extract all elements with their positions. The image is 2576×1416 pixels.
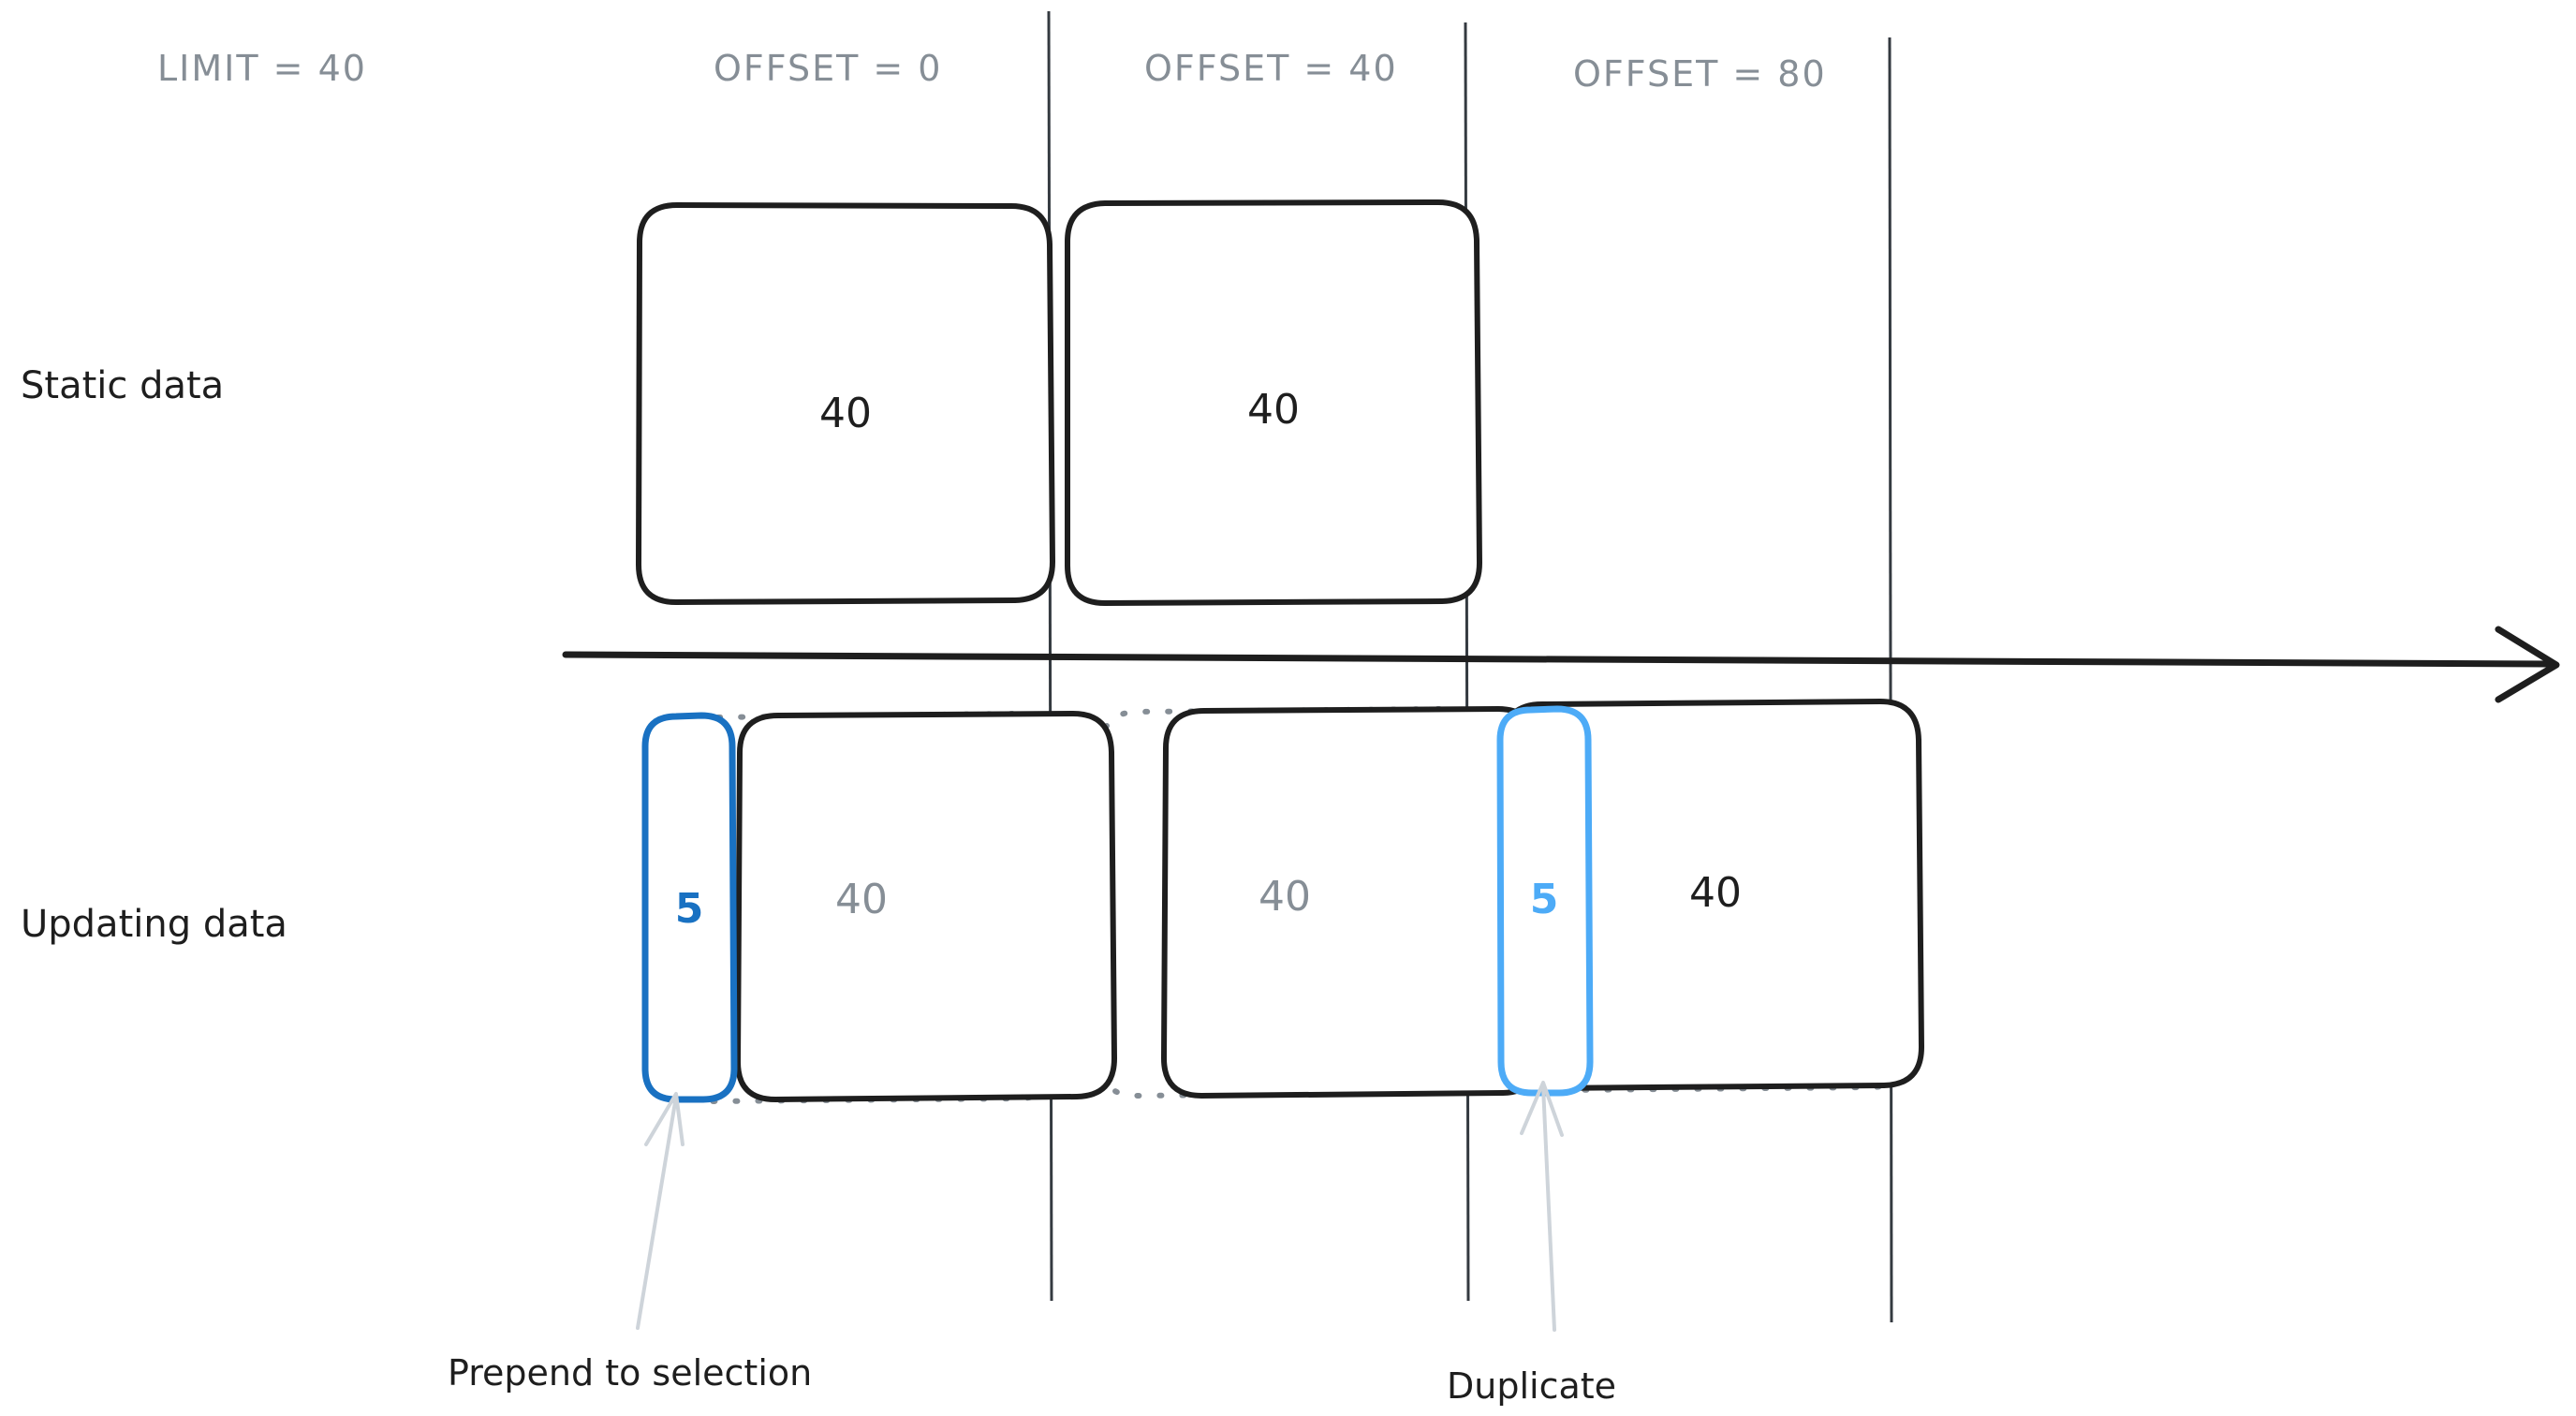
duplicate-annotation-label: Duplicate xyxy=(1447,1365,1616,1407)
static-page-value-2: 40 xyxy=(1247,386,1300,434)
static-page-box-1 xyxy=(635,201,1056,606)
duplicate-chunk-box xyxy=(1496,705,1594,1097)
prepend-annotation-arrowhead xyxy=(644,1092,684,1146)
divider-line-3 xyxy=(1888,37,1893,1323)
static-page-box-2 xyxy=(1065,199,1483,607)
updating-page-box-2 xyxy=(1160,705,1544,1099)
offset-label-2: OFFSET = 80 xyxy=(1573,53,1827,95)
limit-label: LIMIT = 40 xyxy=(157,48,367,89)
time-axis-line xyxy=(562,651,2556,668)
row-label-static: Static data xyxy=(21,364,224,407)
row-label-updating: Updating data xyxy=(21,903,287,946)
updating-page-value-1: 40 xyxy=(835,876,888,923)
time-axis-arrowhead xyxy=(2495,626,2560,703)
offset-label-0: OFFSET = 0 xyxy=(714,48,942,89)
prepend-chunk-value: 5 xyxy=(675,885,704,933)
duplicate-annotation-arrow xyxy=(1541,1084,1556,1332)
static-page-value-1: 40 xyxy=(819,390,872,437)
duplicate-chunk-value: 5 xyxy=(1530,876,1559,923)
prepend-annotation-arrow xyxy=(636,1095,678,1330)
offset-label-1: OFFSET = 40 xyxy=(1144,48,1398,89)
prepend-chunk-box xyxy=(641,712,738,1103)
ghost-page-outline-2 xyxy=(1096,705,1487,1099)
duplicate-annotation-arrowhead xyxy=(1520,1081,1564,1137)
prepend-annotation-label: Prepend to selection xyxy=(448,1352,812,1394)
updating-page-box-1 xyxy=(734,710,1118,1103)
updating-page-value-2: 40 xyxy=(1259,873,1311,921)
updating-page-value-3: 40 xyxy=(1689,869,1742,917)
